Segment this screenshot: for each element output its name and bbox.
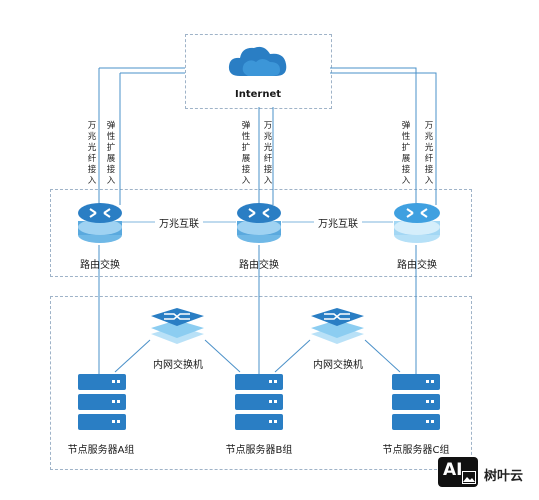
router-label-b: 路由交换 (239, 260, 279, 271)
uplink-line-left-2 (119, 72, 185, 205)
uplink-text-elastic-center: 弹性扩展接入 (241, 121, 251, 186)
uplink-line-left-1 (98, 67, 185, 210)
switch2-to-server-c (364, 339, 401, 373)
watermark-badge: AI (438, 457, 478, 487)
interconnect-label-2: 万兆互联 (314, 215, 362, 230)
switch-label-1: 内网交换机 (153, 360, 203, 371)
switch1-to-server-b (204, 339, 241, 373)
uplink-text-fiber-left: 万兆光纤接入 (87, 121, 97, 186)
server-rack-icon (392, 374, 440, 430)
switch2-to-server-b (274, 339, 311, 373)
server-rack-icon (78, 374, 126, 430)
server-label-b: 节点服务器B组 (225, 445, 293, 456)
router-icon (394, 203, 440, 243)
router-label-a: 路由交换 (80, 260, 120, 271)
switch-icon (151, 308, 204, 344)
switch-label-2: 内网交换机 (313, 360, 363, 371)
router-layer-box (50, 189, 472, 277)
server-rack-icon (235, 374, 283, 430)
interconnect-label-1: 万兆互联 (155, 215, 203, 230)
cloud-icon (228, 46, 287, 76)
uplink-text-fiber-right: 万兆光纤接入 (424, 121, 434, 186)
router-icon (78, 203, 122, 243)
uplink-text-fiber-center: 万兆光纤接入 (263, 121, 273, 186)
internet-label: Internet (234, 89, 282, 100)
watermark-badge-text: AI (443, 460, 463, 480)
uplink-text-elastic-right: 弹性扩展接入 (401, 121, 411, 186)
watermark-text: 树叶云 (484, 469, 524, 484)
server-label-a: 节点服务器A组 (67, 445, 135, 456)
uplink-line-right-1 (330, 67, 417, 205)
uplink-text-elastic-left: 弹性扩展接入 (106, 121, 116, 186)
router-icon (237, 203, 281, 243)
server-layer-box (50, 296, 472, 470)
uplink-line-right-2 (330, 72, 437, 205)
server-label-c: 节点服务器C组 (382, 445, 450, 456)
watermark-logo: AI 树叶云 (438, 456, 530, 490)
image-icon (462, 471, 476, 484)
switch1-to-server-a (114, 339, 151, 373)
switch-icon (311, 308, 364, 344)
router-label-c: 路由交换 (397, 260, 437, 271)
